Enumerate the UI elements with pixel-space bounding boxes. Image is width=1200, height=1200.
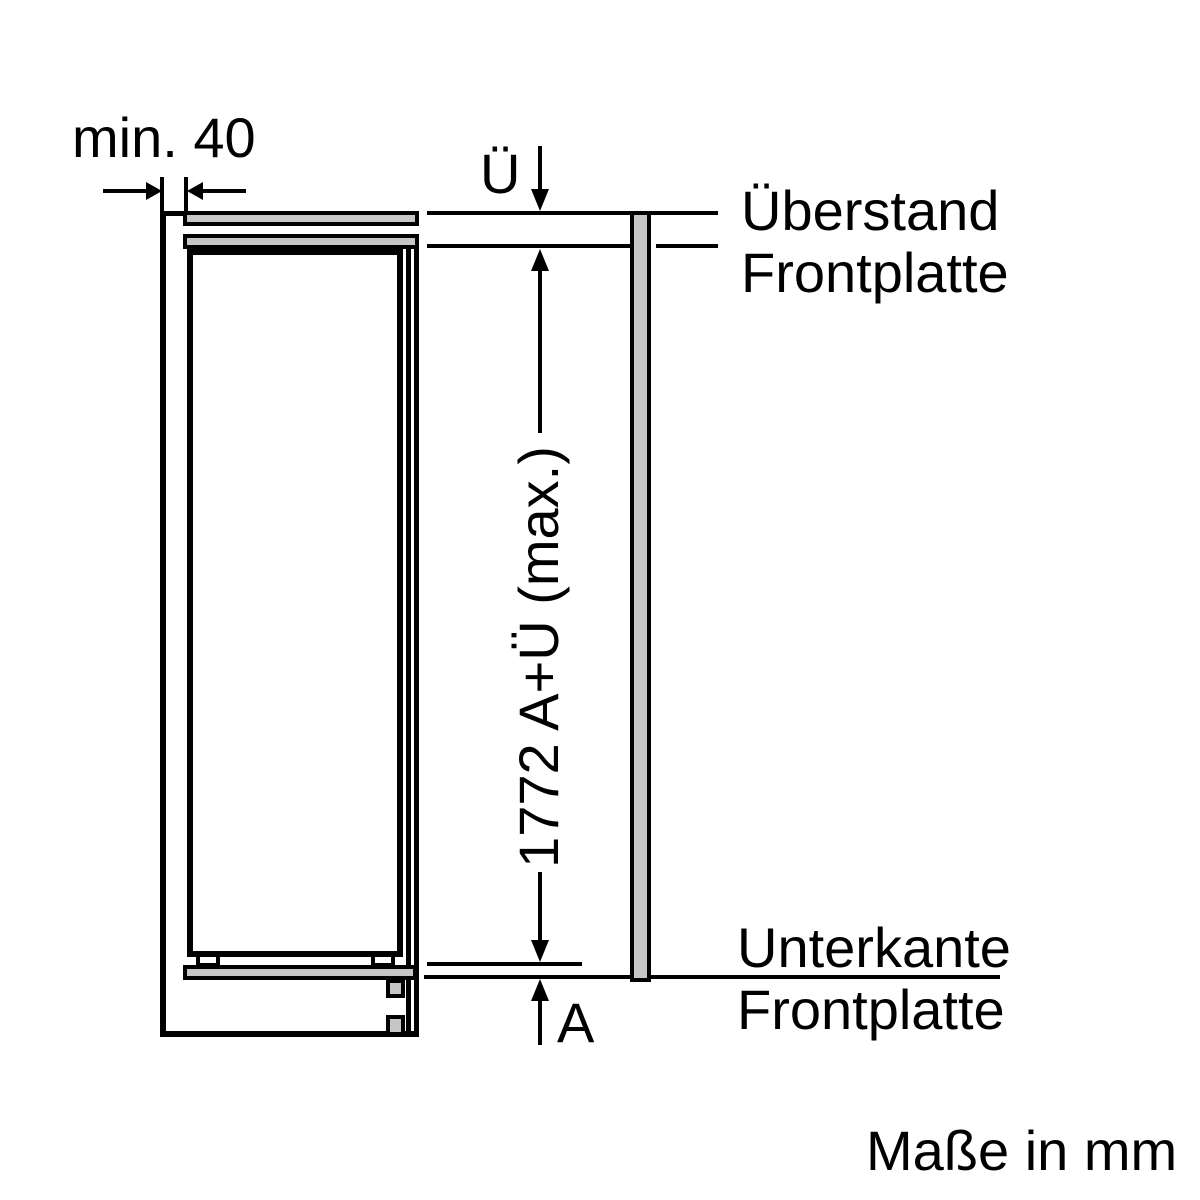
frontplatte-top-guide-line-left <box>427 244 630 248</box>
bottom-caption-line2: Frontplatte <box>737 978 1005 1041</box>
recess-arrow-line <box>538 999 542 1045</box>
height-dimension-line-bottom <box>538 872 542 942</box>
units-note: Maße in mm <box>866 1119 1178 1182</box>
appliance-body <box>187 249 403 957</box>
overhang-arrow-line <box>538 146 542 192</box>
height-dimension-label: 1772 A+Ü (max.) <box>507 446 570 868</box>
min-gap-label: min. 40 <box>72 106 256 169</box>
appliance-front-edge-inner-line <box>406 249 411 1035</box>
floor-line <box>160 1031 419 1037</box>
cabinet-front-edge-line <box>414 249 419 1035</box>
min-gap-tick-right <box>184 177 188 211</box>
bottom-caption-line1: Unterkante <box>737 916 1011 979</box>
height-dimension-line-top <box>538 268 542 433</box>
min-gap-tick-left <box>160 177 164 211</box>
overhang-caption-line2: Frontplatte <box>741 241 1009 304</box>
arrow-down-icon <box>531 189 549 211</box>
bottom-edge-guide-line <box>427 962 582 966</box>
min-gap-arrow-left-line <box>103 189 148 193</box>
back-wall-line <box>160 211 166 1037</box>
mounting-bracket-lower <box>386 1015 405 1036</box>
overhang-top-guide-line <box>427 211 718 215</box>
recess-symbol-label: A <box>557 991 595 1054</box>
height-arrow-down-icon <box>531 940 549 962</box>
furniture-front-panel <box>630 211 651 982</box>
arrow-right-icon <box>146 182 162 200</box>
frontplatte-top-guide-line-right <box>656 244 718 248</box>
recess-arrow-up-icon <box>531 979 549 1001</box>
arrow-left-icon <box>187 182 203 200</box>
frontplatte-bottom-guide-line <box>424 975 1000 979</box>
top-panel-bar <box>183 211 419 226</box>
min-gap-arrow-right-line <box>201 189 246 193</box>
niche-top-line <box>160 211 190 216</box>
height-arrow-up-icon <box>531 249 549 271</box>
mounting-bracket-upper <box>386 979 405 998</box>
plinth-panel-bar <box>183 965 417 980</box>
ceiling-strip-bar <box>183 234 419 249</box>
overhang-symbol-label: Ü <box>480 142 521 205</box>
overhang-caption-line1: Überstand <box>741 179 1000 242</box>
